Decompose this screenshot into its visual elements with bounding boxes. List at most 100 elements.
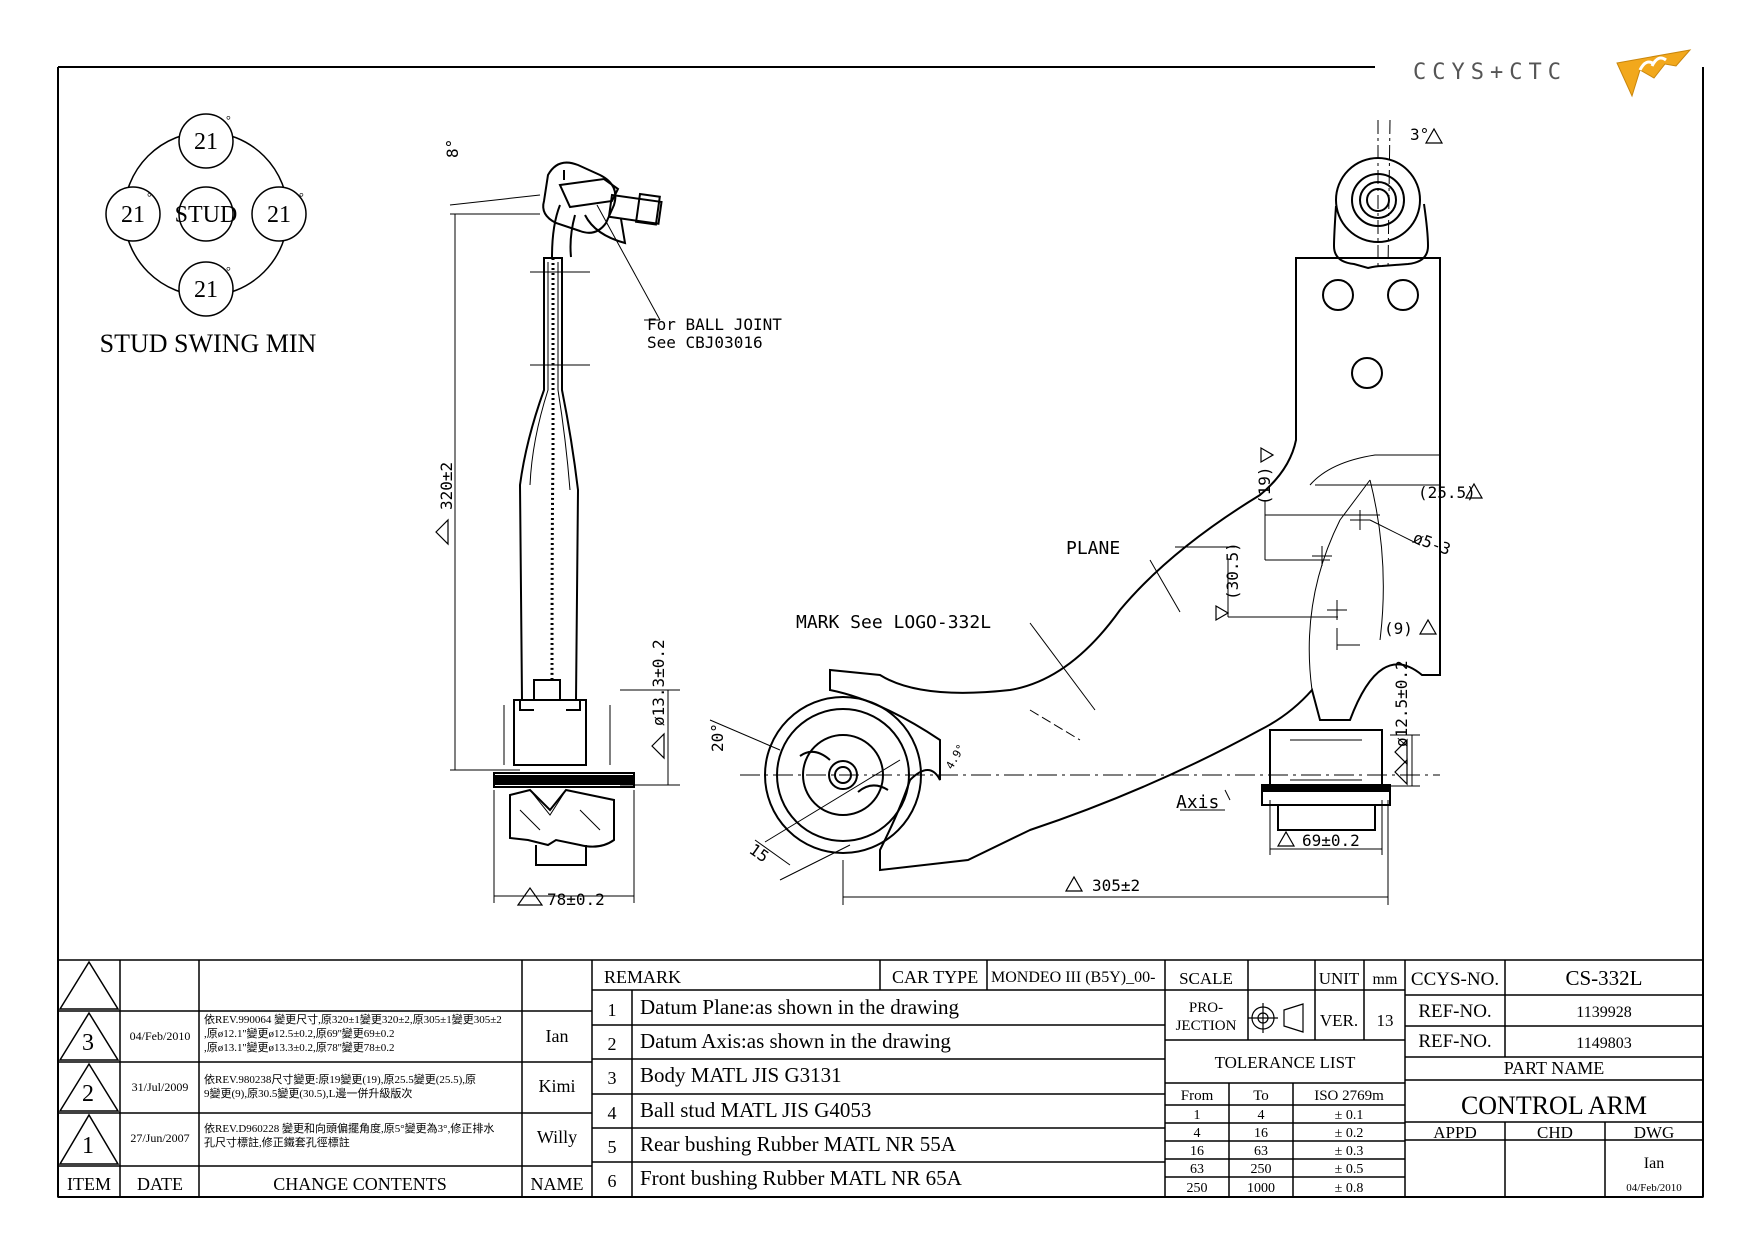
side-view-dims [449, 194, 680, 903]
dim-angle-3: 3° [1410, 125, 1429, 144]
tol-to-4: 250 [1251, 1162, 1272, 1177]
tol-from-2: 4 [1194, 1126, 1201, 1141]
remark-num-2: 2 [608, 1034, 617, 1054]
swing-left: 21 [121, 202, 145, 228]
swing-caption: STUD SWING MIN [100, 329, 317, 358]
dim-320: 320±2 [437, 462, 456, 510]
dwg-label: DWG [1634, 1123, 1675, 1142]
dim-dia-12: ø12.5±0.2 [1392, 660, 1411, 747]
appd-label: APPD [1433, 1123, 1476, 1142]
dim-angle-4: 4.9° [943, 742, 968, 771]
dim-69: 69±0.2 [1302, 831, 1360, 850]
part-name-value: CONTROL ARM [1461, 1091, 1647, 1120]
remark-text-1: Datum Plane:as shown in the drawing [640, 995, 960, 1019]
ccys-no-label: CCYS-NO. [1411, 969, 1499, 990]
remark-num-1: 1 [608, 1000, 617, 1020]
rev-name-3: Ian [546, 1026, 569, 1046]
remark-num-5: 5 [608, 1137, 617, 1157]
rev-content-2-line-2: 9變更(9),原30.5變更(30.5),L邊一併升級版次 [204, 1086, 412, 1100]
header-name: NAME [531, 1174, 584, 1194]
rev-item-3: 3 [82, 1030, 94, 1056]
rev-content-1-line-2: 孔尺寸標註,修正鐵套孔徑標註 [204, 1135, 350, 1149]
tol-to-3: 63 [1254, 1144, 1268, 1159]
version-value: 13 [1377, 1011, 1394, 1030]
dim-30: (30.5) [1223, 542, 1242, 600]
svg-text:CCYS+CTC: CCYS+CTC [1413, 60, 1567, 85]
tol-header-iso: ISO 2769m [1314, 1088, 1384, 1104]
rev-date-3: 04/Feb/2010 [130, 1029, 191, 1043]
car-type-label: CAR TYPE [892, 967, 978, 987]
rev-date-2: 31/Jul/2009 [132, 1080, 189, 1094]
rev-content-3-line-3: ,原ø13.1''變更ø13.3±0.2,原78''變更78±0.2 [204, 1040, 395, 1054]
dwg-name: Ian [1644, 1155, 1664, 1172]
tol-value-4: ± 0.5 [1335, 1162, 1364, 1177]
plane-label: PLANE [1066, 538, 1120, 559]
unit-label: UNIT [1319, 969, 1360, 988]
ref-no-2-label: REF-NO. [1418, 1031, 1491, 1052]
dim-78: 78±0.2 [547, 890, 605, 909]
tol-to-2: 16 [1254, 1126, 1268, 1141]
axis-label: Axis [1176, 792, 1219, 813]
chd-label: CHD [1537, 1123, 1573, 1142]
tol-value-1: ± 0.1 [1335, 1108, 1364, 1123]
ball-joint-note-2: See CBJ03016 [647, 333, 763, 352]
tol-from-1: 1 [1194, 1108, 1201, 1123]
projection-symbol-icon [1248, 1003, 1304, 1033]
scale-label: SCALE [1179, 969, 1233, 988]
remark-text-2: Datum Axis:as shown in the drawing [640, 1029, 951, 1053]
header-item: ITEM [67, 1174, 111, 1194]
rev-content-3-line-2: ,原ø12.1''變更ø12.5±0.2,原69''變更69±0.2 [204, 1026, 395, 1040]
plan-view-dims [709, 119, 1440, 905]
remark-num-6: 6 [608, 1171, 617, 1191]
title-block-grid [57, 959, 1704, 1198]
dwg-date: 04/Feb/2010 [1626, 1182, 1682, 1194]
projection-label-1: PRO- [1189, 1000, 1223, 1016]
tol-from-3: 16 [1190, 1144, 1204, 1159]
ccys-no-value: CS-332L [1565, 966, 1642, 990]
rev-name-1: Willy [537, 1127, 577, 1147]
rev-date-1: 27/Jun/2007 [130, 1131, 189, 1145]
swing-top: 21 [194, 129, 218, 155]
remark-num-3: 3 [608, 1068, 617, 1088]
dim-19: (19) [1255, 466, 1274, 505]
rev-content-3-line-1: 依REV.990064 變更尺寸,原320±1變更320±2,原305±1變更3… [204, 1012, 502, 1026]
svg-text:°: ° [226, 264, 231, 278]
version-label: VER. [1320, 1011, 1358, 1030]
remark-header: REMARK [604, 967, 681, 987]
rev-content-2-line-1: 依REV.980238尺寸變更:原19變更(19),原25.5變更(25.5),… [204, 1072, 476, 1086]
rev-content-1-line-1: 依REV.D960228 變更和向頭偏擺角度,原5°變更為3°,修正排水 [204, 1121, 494, 1135]
header-date: DATE [137, 1174, 183, 1194]
tol-value-5: ± 0.8 [1335, 1181, 1364, 1196]
tol-to-1: 4 [1258, 1108, 1265, 1123]
revision-triangles [58, 960, 120, 1165]
remark-text-4: Ball stud MATL JIS G4053 [640, 1098, 871, 1122]
rev-triangles-side [435, 518, 665, 906]
ref-no-2-value: 1149803 [1576, 1035, 1631, 1052]
header-change-contents: CHANGE CONTENTS [273, 1174, 447, 1194]
part-name-label: PART NAME [1504, 1058, 1604, 1078]
dim-25: (25.5) [1418, 483, 1476, 502]
car-type-value: MONDEO III (B5Y)_00- [991, 969, 1155, 986]
svg-text:°: ° [299, 190, 304, 204]
tol-value-2: ± 0.2 [1335, 1126, 1364, 1141]
ball-joint-note-1: For BALL JOINT [647, 315, 782, 334]
ref-no-1-label: REF-NO. [1418, 1001, 1491, 1022]
tol-header-to: To [1253, 1088, 1269, 1104]
dim-angle-8: 8° [443, 139, 462, 158]
remark-num-4: 4 [608, 1103, 617, 1123]
dim-angle-20: 20° [708, 723, 727, 752]
company-logo: CCYS+CTC [1413, 49, 1692, 98]
tol-to-5: 1000 [1247, 1181, 1275, 1196]
svg-text:°: ° [226, 113, 231, 127]
dim-305: 305±2 [1092, 876, 1140, 895]
unit-value: mm [1373, 971, 1398, 988]
remark-text-6: Front bushing Rubber MATL NR 65A [640, 1166, 963, 1190]
side-view [493, 161, 663, 866]
dim-9: (9) [1384, 619, 1413, 638]
remark-text-3: Body MATL JIS G3131 [640, 1063, 842, 1087]
swing-center: STUD [175, 202, 238, 228]
remark-text-5: Rear bushing Rubber MATL NR 55A [640, 1132, 957, 1156]
rev-item-1: 1 [82, 1133, 94, 1159]
tol-from-4: 63 [1190, 1162, 1204, 1177]
